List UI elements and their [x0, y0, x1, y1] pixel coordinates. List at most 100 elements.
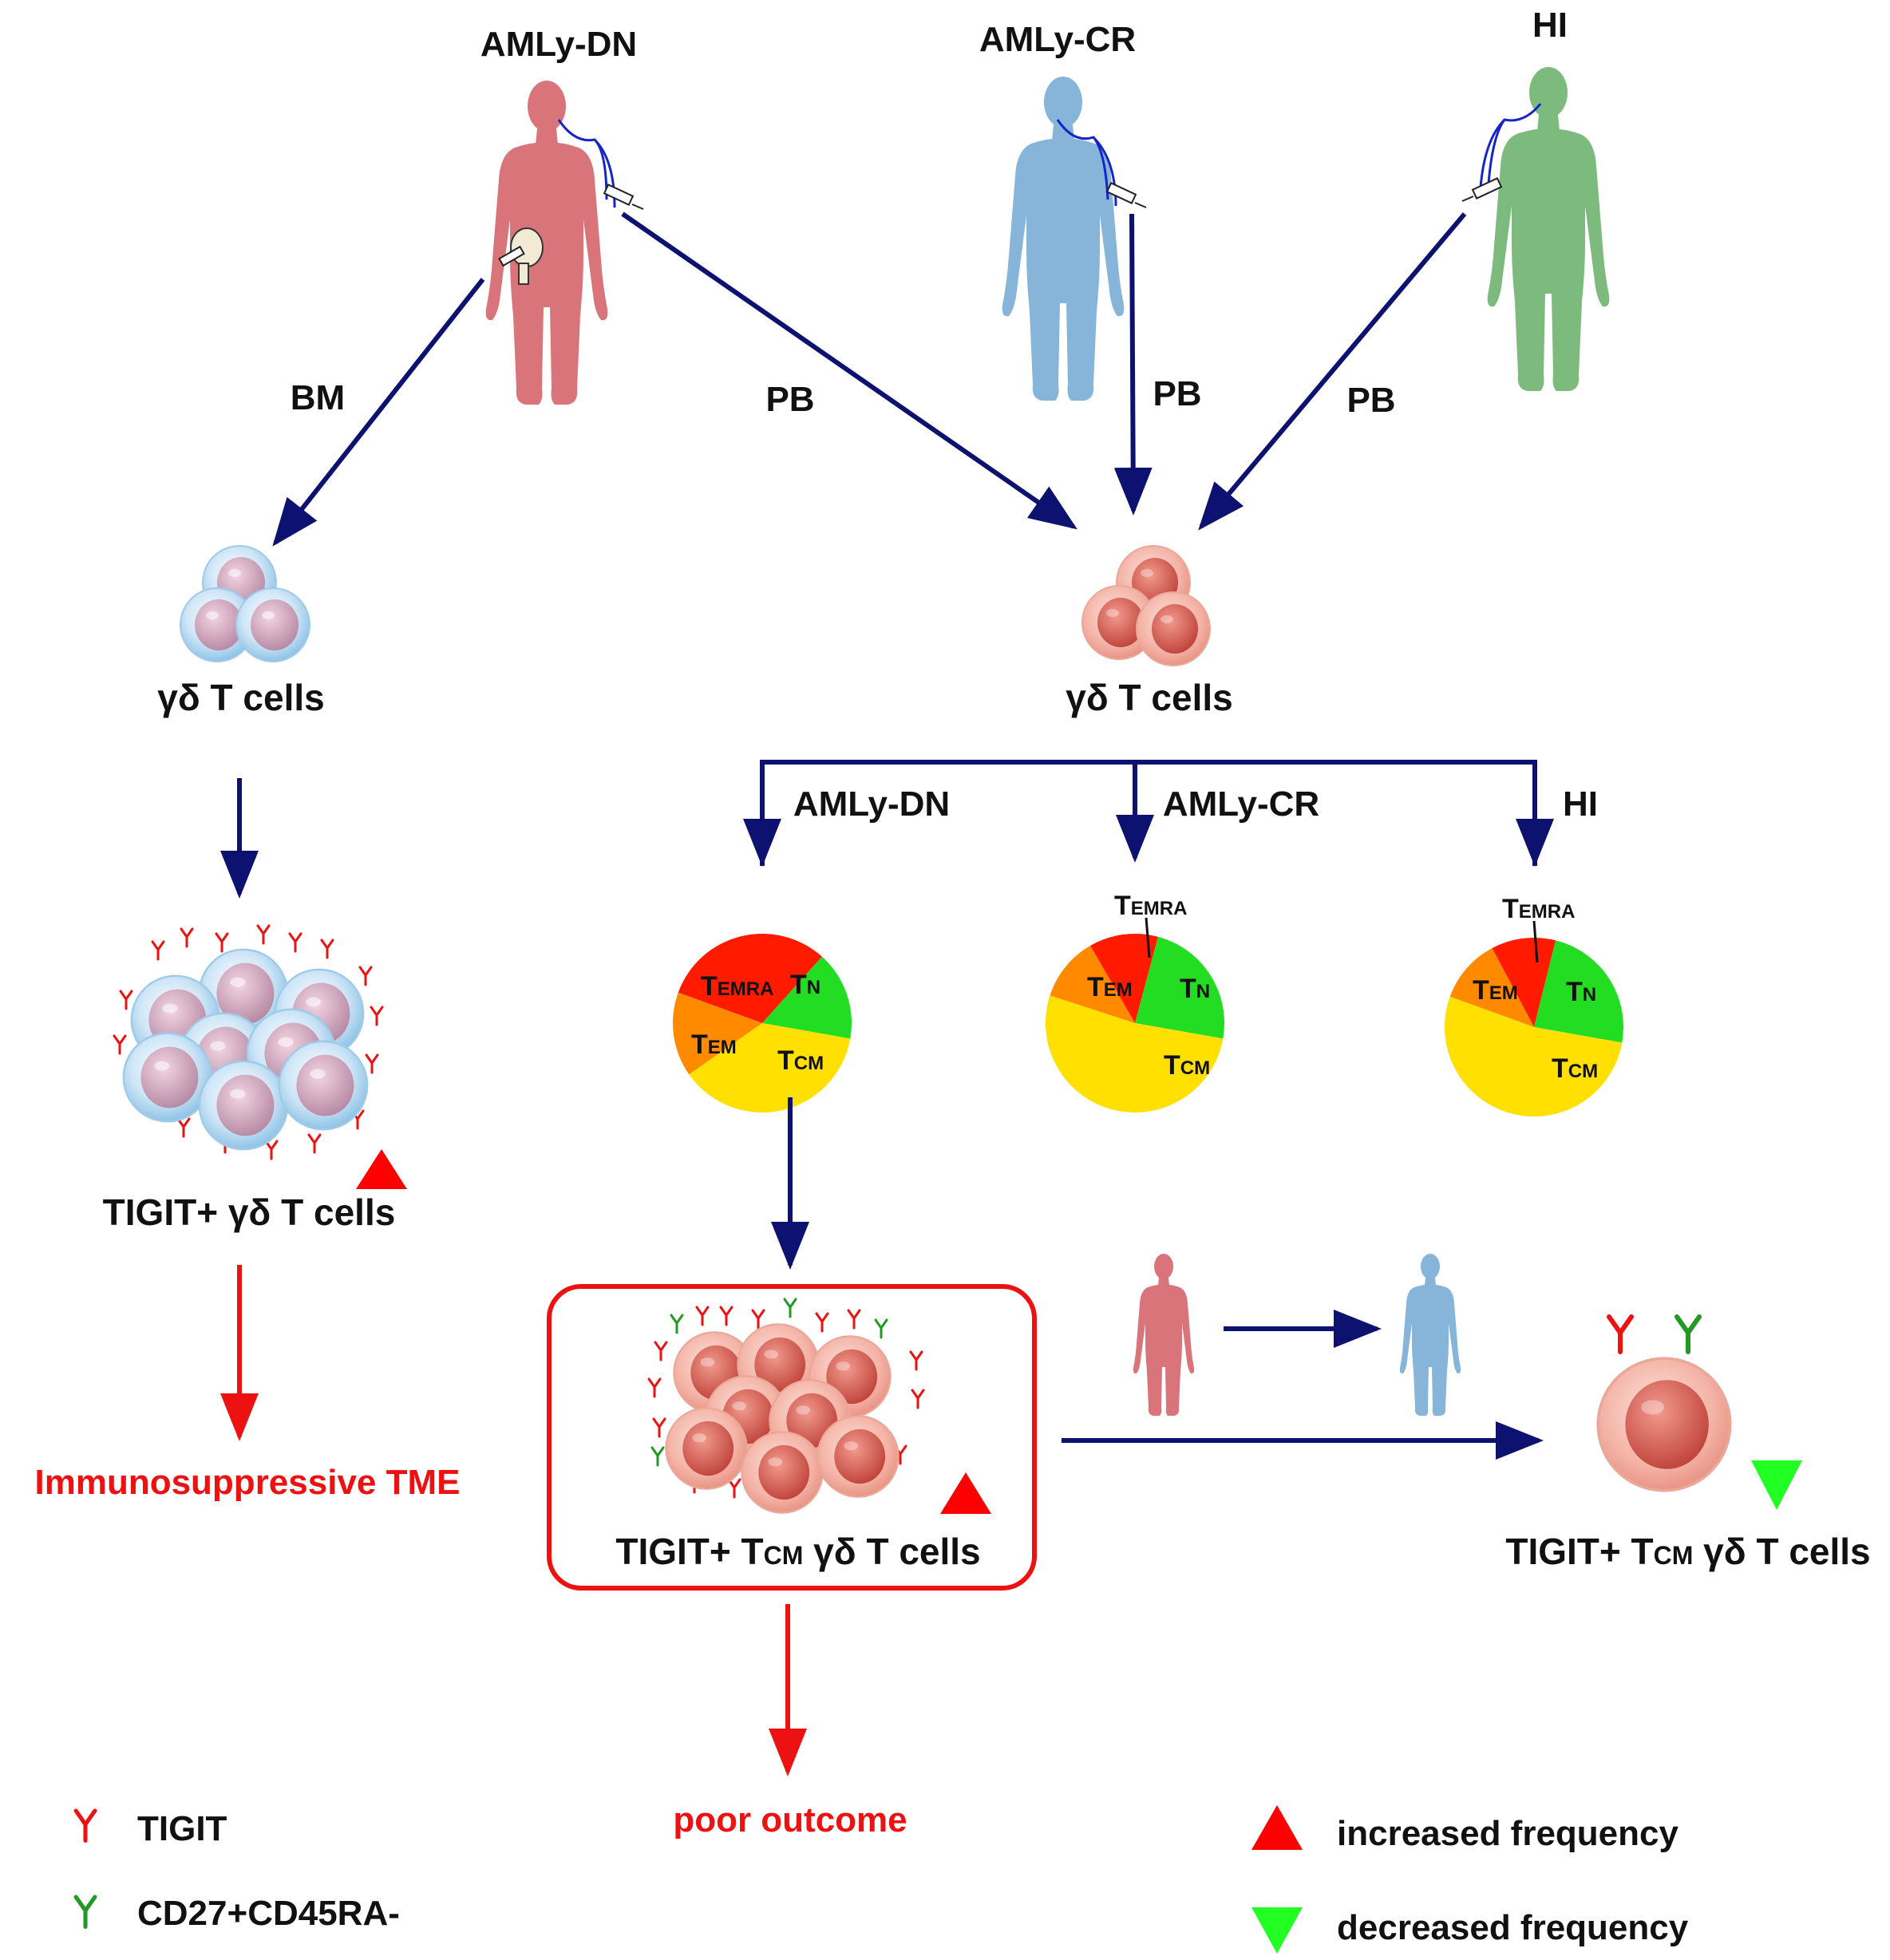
pie-hi-slice-tem: [1449, 948, 1534, 1027]
pie-hi-label-cm: CM: [1568, 1061, 1598, 1082]
pie-hi-label-t: T: [1502, 894, 1519, 924]
single-tcm-cell: [1596, 1317, 1732, 1492]
svg-text:TCM: TCM: [1164, 1050, 1210, 1081]
human-figure-icon-hi: [1487, 67, 1610, 391]
svg-text:TEMRA: TEMRA: [1502, 894, 1575, 924]
pie-dn-slice-tn: [762, 956, 852, 1039]
human-figure-icon-small-dn: [1133, 1254, 1195, 1416]
bone-marrow-icon: [498, 227, 544, 285]
legend-cd27-icon: [76, 1897, 95, 1926]
svg-text:TEMRA: TEMRA: [701, 971, 773, 1002]
pie-dn-slice-temra: [678, 934, 822, 1023]
tigit-gd-label: TIGIT+ γδ T cells: [103, 1191, 396, 1233]
pie-dn-label-t4: T: [777, 1045, 794, 1076]
human-figure-icon-dn: [485, 81, 608, 405]
svg-text:TCM: TCM: [777, 1045, 824, 1076]
pie-dn-label-t3: T: [691, 1029, 708, 1060]
pie-cr-slice-tcm: [1046, 995, 1224, 1112]
pie-hi-label-t2: T: [1473, 975, 1489, 1006]
pie-cr-leader: [1145, 917, 1151, 958]
sample-label-bm: BM: [291, 378, 345, 417]
pie-hi-slice-temra: [1492, 938, 1556, 1027]
gd-cells-label-right: γδ T cells: [1066, 677, 1232, 718]
group-label-dn: AMLy-DN: [480, 25, 637, 64]
decrease-triangle-icon-right: [1751, 1460, 1802, 1510]
legend-increase-icon: [1251, 1805, 1303, 1850]
arrow-bm: [272, 278, 485, 547]
svg-text:TN: TN: [1566, 977, 1596, 1007]
pie-hi-label-t4: T: [1552, 1053, 1568, 1084]
pie-dn-label-cm: CM: [794, 1053, 824, 1074]
pie-cr-slice-tem: [1050, 946, 1135, 1023]
syringe-icon-dn: [603, 184, 644, 210]
pie-cr-label-t4: T: [1164, 1050, 1180, 1081]
increase-triangle-icon-left: [356, 1149, 407, 1189]
pie-hi-leader: [1532, 920, 1539, 963]
pie-hi-label-n: N: [1583, 984, 1596, 1006]
pie-cr-label-t: T: [1114, 891, 1131, 921]
split-label-dn: AMLy-DN: [793, 784, 950, 824]
arrow-pb-hi: [1198, 212, 1467, 531]
legend: TIGIT CD27+CD45RA- increased frequency d…: [76, 1805, 1689, 1954]
sample-label-pb-cr: PB: [1153, 374, 1201, 413]
pie-dn-label-emra: EMRA: [718, 978, 774, 1000]
pie-hi-label-emra: EMRA: [1519, 901, 1576, 923]
legend-increased-label: increased frequency: [1337, 1814, 1678, 1853]
pie-cr-label-emra: EMRA: [1131, 898, 1188, 919]
poor-outcome-label: poor outcome: [673, 1800, 907, 1839]
pie-dn-slice-tcm: [689, 1023, 851, 1113]
pie-hi-slice-tn: [1534, 940, 1623, 1043]
group-label-hi: HI: [1532, 6, 1568, 45]
pie-cr-label-t3: T: [1180, 974, 1196, 1004]
svg-text:TCM: TCM: [1552, 1053, 1598, 1084]
pie-labels-cr: TEMRA TEM TN TCM: [1087, 891, 1210, 1081]
pie-cr-label-cm: CM: [1180, 1057, 1210, 1079]
increase-triangle-icon-box: [940, 1472, 991, 1514]
svg-text:TEM: TEM: [691, 1029, 737, 1060]
syringe-icon-hi: [1461, 177, 1503, 202]
pie-cr-label-t2: T: [1087, 972, 1104, 1002]
pie-cr-slice-temra: [1090, 934, 1158, 1023]
legend-tigit-icon: [76, 1811, 95, 1840]
pie-cr-label-em: EM: [1104, 979, 1133, 1001]
tigit-tcm-right-label: TIGIT+ TCM γδ T cells: [1505, 1531, 1870, 1572]
split-label-cr: AMLy-CR: [1163, 784, 1319, 824]
pie-labels-hi: TEMRA TEM TN TCM: [1473, 894, 1598, 1084]
legend-cd27-label: CD27+CD45RA-: [137, 1894, 400, 1933]
legend-decrease-icon: [1251, 1907, 1303, 1954]
pie-labels-dn: TEMRA TN TEM TCM: [691, 970, 824, 1076]
cell-cluster-icon-blue: [180, 545, 310, 662]
pie-dn-slice-tem: [673, 992, 762, 1075]
pie-cr-label-n: N: [1196, 981, 1210, 1002]
tigit-tcm-box: [547, 1284, 1037, 1591]
split-label-hi: HI: [1563, 784, 1598, 824]
tigit-gd-cluster: [113, 924, 384, 1160]
pie-hi-slice-tcm: [1445, 996, 1623, 1116]
group-label-cr: AMLy-CR: [979, 20, 1136, 59]
cell-cluster-icon-salmon: [1081, 545, 1211, 666]
svg-text:TEM: TEM: [1473, 975, 1518, 1006]
pie-hi-label-em: EM: [1489, 982, 1518, 1004]
svg-text:TN: TN: [1180, 974, 1210, 1004]
tigit-tcm-box-label: TIGIT+ TCM γδ T cells: [615, 1531, 980, 1572]
split-arrows: [743, 760, 1554, 867]
arrow-pb-cr: [1113, 213, 1153, 516]
vein-lines: [557, 103, 1542, 208]
pie-cr-slice-tn: [1135, 936, 1224, 1039]
arrow-pb-dn: [621, 211, 1077, 530]
syringe-icon-cr: [1105, 182, 1147, 208]
pie-dn-label-t2: T: [790, 970, 807, 1000]
svg-text:TEMRA: TEMRA: [1114, 891, 1187, 921]
sample-label-pb-hi: PB: [1346, 381, 1395, 420]
legend-tigit-label: TIGIT: [137, 1809, 227, 1848]
human-figure-icon-small-cr: [1399, 1254, 1461, 1416]
pie-hi-label-t3: T: [1566, 977, 1583, 1007]
sample-label-pb-dn: PB: [765, 380, 814, 419]
gd-cells-label-left: γδ T cells: [157, 677, 324, 718]
pie-dn-label-n: N: [807, 977, 820, 998]
legend-decreased-label: decreased frequency: [1337, 1908, 1689, 1947]
svg-text:TEM: TEM: [1087, 972, 1133, 1002]
tigit-tcm-cluster: [647, 1298, 925, 1514]
immunosuppressive-tme-label: Immunosuppressive TME: [34, 1463, 460, 1502]
